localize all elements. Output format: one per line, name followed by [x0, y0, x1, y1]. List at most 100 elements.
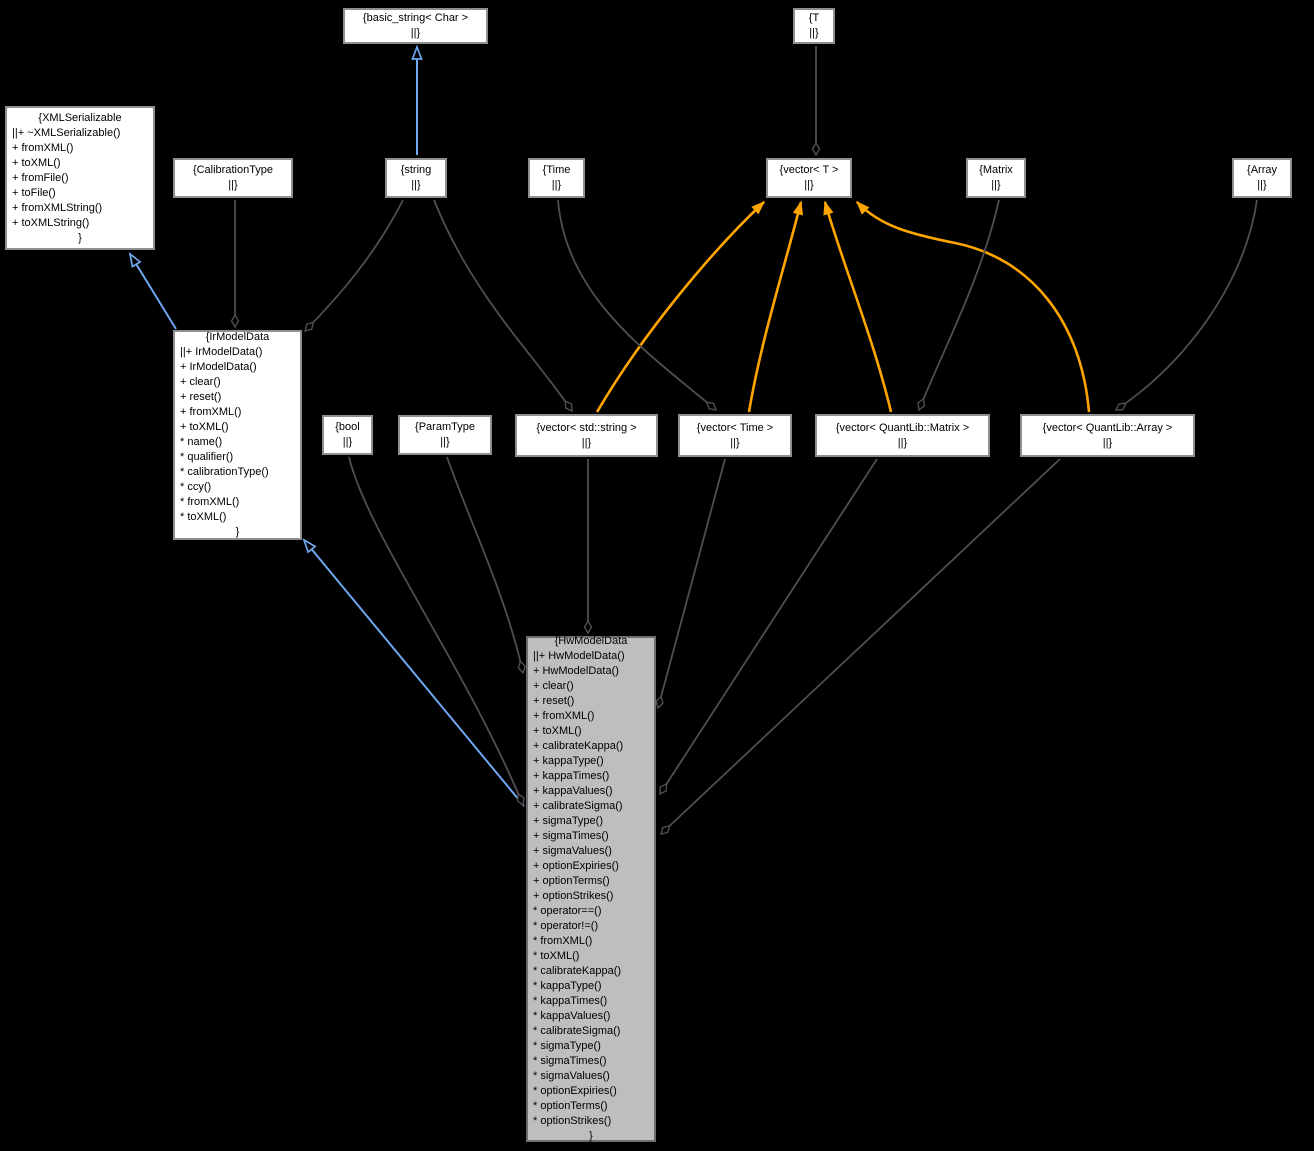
edge-vector-matrix-in-hwmodeldata: [659, 458, 878, 796]
node-line: + toXML(): [533, 725, 582, 737]
node-vector-quantlib-matrix[interactable]: {vector< QuantLib::Matrix >||}: [815, 414, 990, 457]
node-line: * toXML(): [180, 511, 227, 523]
node-line: {CalibrationType: [192, 164, 274, 176]
node-bool[interactable]: {bool ||}: [322, 415, 373, 455]
edge-string-in-irmodeldata: [304, 199, 404, 332]
node-xmlserializable[interactable]: {XMLSerializable ||+ ~XMLSerializable() + …: [5, 106, 155, 250]
node-line: }: [78, 231, 82, 244]
node-line: * fromXML(): [180, 496, 240, 508]
node-line: + sigmaTimes(): [533, 830, 609, 842]
node-string[interactable]: {string ||}: [385, 158, 447, 198]
node-line: {vector< QuantLib::Array >: [1042, 421, 1173, 434]
node-line: * qualifier(): [180, 451, 234, 463]
node-line: ||}: [991, 179, 1001, 191]
node-line: {Array: [1247, 164, 1277, 176]
node-line: * optionTerms(): [533, 1100, 608, 1112]
node-t[interactable]: {T ||}: [793, 8, 835, 44]
node-line: + fromXML(): [533, 710, 595, 722]
edge-irmodeldata-inherits-xmlserializable: [130, 254, 177, 330]
node-line: + toXML(): [180, 421, 229, 433]
node-line: * sigmaType(): [533, 1040, 601, 1052]
node-line: }: [589, 1130, 593, 1142]
edge-vector-time-instance-of-vector-t: [747, 200, 804, 413]
node-line: + sigmaValues(): [533, 845, 612, 857]
node-line: {Matrix: [979, 164, 1013, 176]
node-line: {HwModelData: [554, 635, 628, 647]
edge-vector-array-in-hwmodeldata: [659, 458, 1061, 835]
node-line: {Time: [542, 164, 571, 176]
node-line: {vector< Time >: [696, 421, 774, 434]
edge-hwmodeldata-inherits-irmodeldata: [304, 540, 525, 807]
node-line: {ParamType: [415, 421, 475, 433]
node-line: ||}: [342, 436, 353, 448]
edge-vector-time-in-hwmodeldata: [655, 458, 726, 710]
node-line: + optionStrikes(): [533, 890, 614, 902]
node-line: {basic_string< Char >: [362, 12, 469, 24]
node-line: * optionStrikes(): [533, 1115, 612, 1127]
node-line: * ccy(): [180, 481, 212, 493]
node-line: + kappaTimes(): [533, 770, 610, 782]
node-line: {vector< T >: [779, 164, 839, 176]
node-line: * operator==(): [533, 905, 602, 917]
node-line: * name(): [180, 436, 223, 448]
node-vector-t[interactable]: {vector< T > ||}: [766, 158, 852, 198]
node-vector-time[interactable]: {vector< Time >||}: [678, 414, 792, 457]
node-line: ||+ HwModelData(): [533, 650, 625, 662]
node-irmodeldata[interactable]: {IrModelData ||+ IrModelData() + IrModelDa…: [173, 330, 302, 540]
node-line: }: [235, 526, 240, 538]
node-line: {bool: [335, 421, 360, 433]
node-array[interactable]: {Array ||}: [1232, 158, 1292, 198]
node-line: ||}: [411, 179, 421, 191]
node-line: + sigmaType(): [533, 815, 603, 827]
node-line: + optionExpiries(): [533, 860, 619, 872]
edge-vector-matrix-instance-of-vector-t: [823, 200, 893, 413]
node-line: ||}: [1257, 179, 1267, 191]
node-vector-std-string[interactable]: {vector< std::string >||}: [515, 414, 658, 457]
node-line: ||+ ~XMLSerializable(): [12, 126, 121, 139]
edge-matrix-in-vector-matrix: [917, 199, 1000, 412]
node-line: * optionExpiries(): [533, 1085, 617, 1097]
node-line: ||}: [581, 436, 592, 449]
node-paramtype[interactable]: {ParamType ||}: [398, 415, 492, 455]
node-line: + fromXML(): [12, 141, 74, 154]
node-line: + kappaType(): [533, 755, 604, 767]
node-line: ||}: [809, 27, 819, 39]
node-line: {vector< QuantLib::Matrix >: [835, 421, 970, 434]
node-line: + clear(): [533, 680, 574, 692]
node-line: + IrModelData(): [180, 361, 257, 373]
node-line: {IrModelData: [205, 331, 270, 343]
node-line: {T: [808, 12, 820, 24]
node-line: * kappaValues(): [533, 1010, 611, 1022]
node-line: + fromXMLString(): [12, 201, 103, 214]
node-line: * calibrationType(): [180, 466, 269, 478]
node-time[interactable]: {Time||}: [528, 158, 585, 198]
node-vector-quantlib-array[interactable]: {vector< QuantLib::Array >||}: [1020, 414, 1195, 457]
node-line: + calibrateKappa(): [533, 740, 624, 752]
node-line: ||+ IrModelData(): [180, 346, 263, 358]
edge-paramtype-in-hwmodeldata: [446, 456, 526, 675]
node-line: ||}: [897, 436, 908, 449]
node-line: * kappaTimes(): [533, 995, 608, 1007]
node-line: + fromXML(): [180, 406, 242, 418]
node-line: * calibrateSigma(): [533, 1025, 621, 1037]
node-basic-string[interactable]: {basic_string< Char > ||}: [343, 8, 488, 44]
node-line: {vector< std::string >: [536, 421, 637, 434]
node-line: + toFile(): [12, 186, 56, 199]
node-line: + reset(): [533, 695, 575, 707]
node-line: * kappaType(): [533, 980, 602, 992]
node-line: * fromXML(): [533, 935, 593, 947]
node-hwmodeldata[interactable]: {HwModelData ||+ HwModelData() + HwModelDa…: [526, 635, 656, 1142]
node-line: + optionTerms(): [533, 875, 610, 887]
node-line: ||}: [440, 436, 450, 448]
node-line: ||}: [410, 27, 421, 39]
node-line: ||}: [1102, 436, 1113, 449]
node-line: + HwModelData(): [533, 665, 619, 677]
node-matrix[interactable]: {Matrix ||}: [966, 158, 1026, 198]
node-line: {XMLSerializable: [38, 111, 122, 124]
node-line: {string: [400, 164, 432, 176]
node-line: * operator!=(): [533, 920, 599, 932]
node-line: ||}: [804, 179, 814, 191]
node-calibrationtype[interactable]: {CalibrationType||}: [173, 158, 293, 198]
